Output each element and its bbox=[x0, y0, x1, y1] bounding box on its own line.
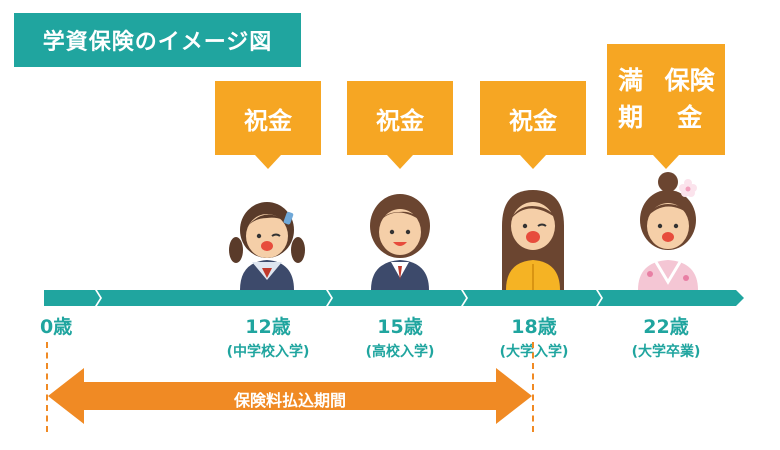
event-15: (高校入学) bbox=[365, 344, 435, 360]
age-22: 22歳 bbox=[643, 316, 689, 338]
age-label-15: 15歳 (高校入学) bbox=[340, 312, 460, 361]
payout-callout-15: 祝金 bbox=[347, 81, 453, 169]
student-girl-12-illustration bbox=[229, 202, 305, 290]
age-12: 12歳 bbox=[245, 316, 291, 338]
maturity-line1: 満期 bbox=[618, 66, 644, 132]
start-dotted-line bbox=[46, 342, 48, 432]
end-dotted-line bbox=[532, 342, 534, 432]
payout-callout-22: 満期 保険金 bbox=[607, 44, 725, 169]
student-18-illustration bbox=[502, 190, 564, 290]
event-22: (大学卒業) bbox=[631, 344, 701, 360]
age-label-22: 22歳 (大学卒業) bbox=[606, 312, 726, 361]
age-0: 0歳 bbox=[40, 316, 73, 338]
payout-callout-12: 祝金 bbox=[215, 81, 321, 169]
graduate-22-illustration bbox=[638, 172, 698, 290]
diagram-title: 学資保険のイメージ図 bbox=[14, 13, 301, 67]
event-12: (中学校入学) bbox=[226, 344, 310, 360]
student-15-illustration bbox=[370, 194, 430, 290]
maturity-line2: 保険金 bbox=[664, 66, 715, 132]
payout-callout-18: 祝金 bbox=[480, 81, 586, 169]
age-label-12: 12歳 (中学校入学) bbox=[206, 312, 330, 361]
age-18: 18歳 bbox=[511, 316, 557, 338]
age-15: 15歳 bbox=[377, 316, 423, 338]
age-label-0: 0歳 bbox=[40, 312, 100, 339]
payment-period-label: 保険料払込期間 bbox=[233, 391, 346, 410]
